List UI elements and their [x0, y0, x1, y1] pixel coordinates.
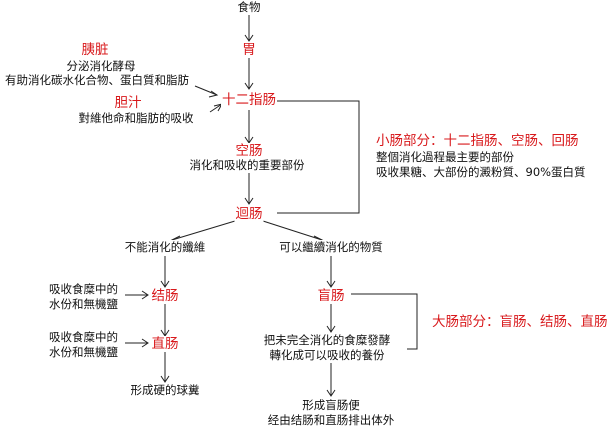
- node-cecum-stool: 形成盲肠便 经由结肠和直肠排出体外: [266, 398, 396, 428]
- node-bile: 胆汁: [113, 95, 143, 111]
- node-duodenum: 十二指肠: [221, 92, 277, 108]
- node-jejunum: 空肠: [234, 143, 264, 159]
- rectum-absorption-note: 吸收食糜中的 水份和無機鹽: [48, 330, 119, 360]
- node-cecum: 盲肠: [316, 288, 346, 304]
- node-food: 食物: [236, 0, 262, 15]
- small-intestine-desc-line2: 吸收果糖、大部份的澱粉質、90%蛋白質: [375, 165, 587, 180]
- node-hard-stool: 形成硬的球糞: [129, 383, 201, 398]
- node-ileum: 迴肠: [234, 206, 264, 222]
- cecum-description: 把未完全消化的食糜發酵 轉化成可以吸收的養份: [262, 333, 392, 363]
- node-colon: 结肠: [150, 288, 180, 304]
- pancreas-description-line2: 有助消化碳水化合物、蛋白質和脂肪: [4, 73, 190, 88]
- node-digestible-matter: 可以繼續消化的物質: [278, 240, 384, 255]
- node-stomach: 胃: [241, 42, 257, 58]
- pancreas-description-line1: 分泌消化酵母: [65, 59, 137, 74]
- node-pancreas: 胰脏: [80, 42, 110, 58]
- colon-absorption-note: 吸收食糜中的 水份和無機鹽: [48, 282, 119, 312]
- large-intestine-title: 大肠部分：盲肠、结肠、直肠: [431, 314, 609, 330]
- node-rectum: 直肠: [150, 336, 180, 352]
- jejunum-description: 消化和吸收的重要部份: [188, 158, 306, 173]
- small-intestine-desc-line1: 整個消化過程最主要的部份: [375, 150, 515, 165]
- bile-description: 對維他命和脂肪的吸收: [77, 111, 195, 126]
- small-intestine-title: 小肠部分：十二指肠、空肠、回肠: [375, 133, 580, 149]
- node-indigestible-fiber: 不能消化的纖維: [123, 240, 207, 255]
